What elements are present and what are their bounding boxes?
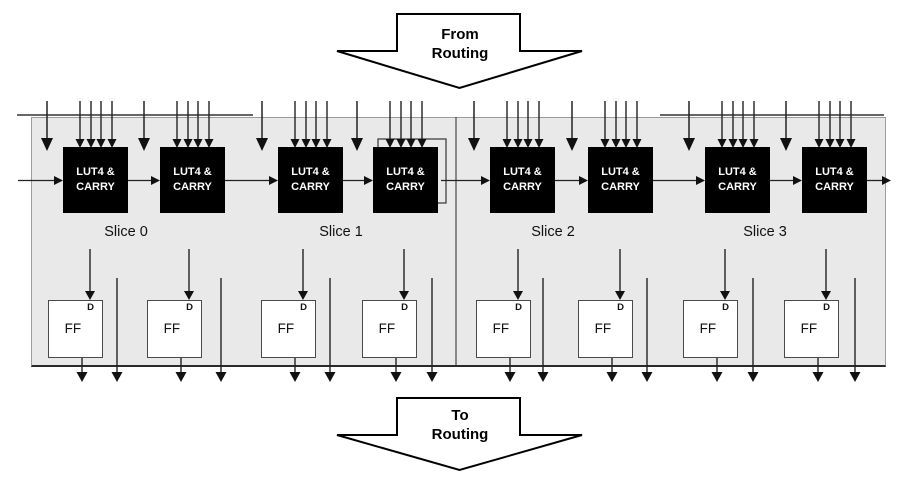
- slice-label-2: Slice 2: [531, 224, 575, 240]
- lut4-carry-block-3: LUT4 & CARRY: [373, 147, 438, 213]
- ff-block-4: D FF: [476, 300, 531, 358]
- ff-d-port: D: [617, 302, 624, 313]
- carry-chain-arrows: [18, 176, 891, 185]
- from-routing-arrow: [336, 13, 583, 90]
- ff-block-7: D FF: [784, 300, 839, 358]
- lut-single-input-arrows: [40, 100, 793, 152]
- ff-d-port: D: [401, 302, 408, 313]
- from-routing-line2: Routing: [431, 45, 489, 62]
- ff-label: FF: [378, 321, 396, 336]
- ff-block-1: D FF: [147, 300, 202, 358]
- lut-label-line2: CARRY: [503, 181, 542, 193]
- lut4-carry-block-2: LUT4 & CARRY: [278, 147, 343, 213]
- lut-label-line1: LUT4 &: [291, 166, 330, 178]
- to-routing-line1: To: [451, 407, 469, 424]
- ff-input-arrows: [84, 248, 832, 301]
- ff-d-port: D: [87, 302, 94, 313]
- lut-label-line2: CARRY: [173, 181, 212, 193]
- lut-label-line1: LUT4 &: [173, 166, 212, 178]
- slice-label-1: Slice 1: [319, 224, 363, 240]
- ff-label: FF: [699, 321, 717, 336]
- ff-block-3: D FF: [362, 300, 417, 358]
- lut4-carry-block-1: LUT4 & CARRY: [160, 147, 225, 213]
- slice-label-0: Slice 0: [104, 224, 148, 240]
- ff-label: FF: [594, 321, 612, 336]
- ff-d-port: D: [300, 302, 307, 313]
- ff-block-5: D FF: [578, 300, 633, 358]
- ff-d-port: D: [722, 302, 729, 313]
- ff-label: FF: [277, 321, 295, 336]
- lut-label-line1: LUT4 &: [76, 166, 115, 178]
- lut-input-arrow-clusters: [74, 100, 857, 149]
- lut-label-line2: CARRY: [386, 181, 425, 193]
- ff-d-port: D: [823, 302, 830, 313]
- lut-label-line1: LUT4 &: [815, 166, 854, 178]
- ff-d-port: D: [515, 302, 522, 313]
- ff-label: FF: [800, 321, 818, 336]
- from-routing-label: From Routing: [370, 25, 550, 63]
- lut-label-line2: CARRY: [601, 181, 640, 193]
- lut-label-line1: LUT4 &: [718, 166, 757, 178]
- slice-label-3: Slice 3: [743, 224, 787, 240]
- ff-block-2: D FF: [261, 300, 316, 358]
- lut-label-line2: CARRY: [291, 181, 330, 193]
- to-routing-label: To Routing: [370, 406, 550, 444]
- ff-block-0: D FF: [48, 300, 103, 358]
- from-routing-line1: From: [441, 26, 479, 43]
- lut4-carry-block-0: LUT4 & CARRY: [63, 147, 128, 213]
- lut4-carry-block-5: LUT4 & CARRY: [588, 147, 653, 213]
- ff-d-port: D: [186, 302, 193, 313]
- lut-label-line1: LUT4 &: [386, 166, 425, 178]
- lut4-carry-block-7: LUT4 & CARRY: [802, 147, 867, 213]
- ff-block-6: D FF: [683, 300, 738, 358]
- to-routing-line2: Routing: [431, 426, 489, 443]
- lut-label-line1: LUT4 &: [601, 166, 640, 178]
- lut4-carry-block-6: LUT4 & CARRY: [705, 147, 770, 213]
- ff-label: FF: [163, 321, 181, 336]
- lut-label-line1: LUT4 &: [503, 166, 542, 178]
- ff-output-arrows: [75, 357, 825, 383]
- to-routing-arrow: [336, 397, 583, 472]
- lut-label-line2: CARRY: [815, 181, 854, 193]
- lut-label-line2: CARRY: [718, 181, 757, 193]
- lut4-carry-block-4: LUT4 & CARRY: [490, 147, 555, 213]
- ff-label: FF: [64, 321, 82, 336]
- ff-label: FF: [492, 321, 510, 336]
- lut-label-line2: CARRY: [76, 181, 115, 193]
